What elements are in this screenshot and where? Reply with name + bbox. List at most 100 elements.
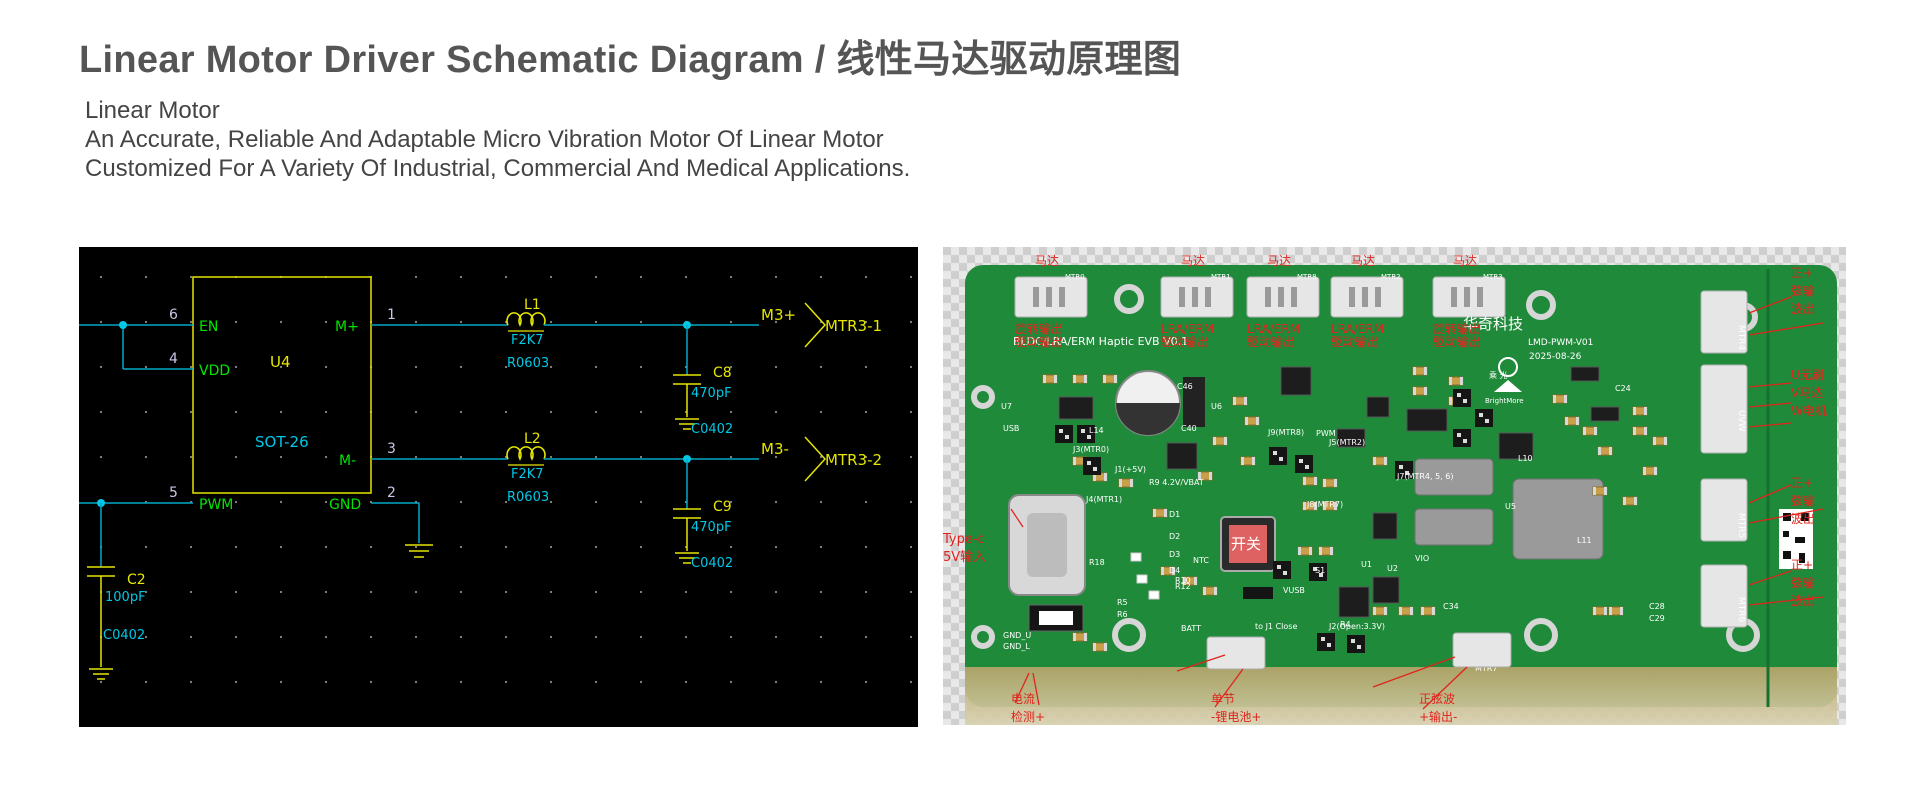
motor-label: 马达	[1035, 254, 1059, 268]
silkscreen-text: C24	[1615, 384, 1631, 393]
ic-chip	[1338, 586, 1370, 618]
silkscreen-text: R10	[1175, 576, 1191, 585]
silkscreen-text: R4	[1340, 620, 1351, 629]
inductor-l1-value: F2K7	[511, 333, 544, 348]
top-connector-label: MTR0	[1065, 273, 1085, 281]
capacitor-c8-value: 470pF	[691, 386, 732, 401]
silkscreen-text: C28	[1649, 602, 1665, 611]
silkscreen-text: U2	[1387, 564, 1398, 573]
pin-name-m-plus: M+	[335, 319, 359, 335]
pin-num-en: 6	[169, 307, 178, 323]
desc-line-3: Customized For A Variety Of Industrial, …	[85, 155, 911, 182]
silkscreen-text: R9 4.2V/VBAT	[1149, 478, 1204, 487]
capacitor-c2-package: C0402	[103, 628, 145, 643]
net-m3-minus: M3-	[761, 440, 789, 458]
pin-header	[1475, 409, 1493, 427]
pin-header	[1055, 425, 1073, 443]
inductor-l2-ref: L2	[524, 431, 541, 447]
silkscreen-text: D2	[1169, 532, 1180, 541]
silkscreen-text: D4	[1169, 566, 1180, 575]
function-label: 旋转输出驱动输出	[1015, 321, 1063, 349]
brightmore-logo: 乘 光 BrightMore	[1485, 357, 1524, 405]
desc-line-2: An Accurate, Reliable And Adaptable Micr…	[85, 126, 884, 153]
inductor-l1-package: R0603	[507, 356, 549, 371]
silkscreen-text: R6	[1117, 610, 1128, 619]
capacitor-c9	[673, 508, 701, 564]
silkscreen-text: J7(MTR4, 5, 6)	[1396, 472, 1453, 481]
battery-jumper	[1243, 587, 1273, 599]
inductor-l2	[506, 446, 546, 466]
board-title: BLDC/LRA/ERM Haptic EVB V0.1	[1013, 335, 1188, 348]
bottom-annotation: 单节-锂电池+	[1211, 692, 1261, 724]
silkscreen-text: J3(MTR0)	[1072, 445, 1109, 454]
board-bottom-edge	[965, 667, 1837, 725]
led	[1130, 552, 1142, 562]
switch-label: 开关	[1231, 535, 1261, 553]
bottom-annotation: 电流检测+	[1011, 692, 1045, 724]
pin-name-gnd: GND	[329, 497, 361, 513]
svg-text:MTR5: MTR5	[1736, 513, 1746, 538]
pin-header	[1295, 455, 1313, 473]
junction-en	[119, 321, 127, 329]
silkscreen-text: L11	[1577, 536, 1592, 545]
pin-name-m-minus: M-	[339, 453, 356, 469]
chip-body	[192, 276, 372, 494]
regulator-chip	[1183, 377, 1205, 427]
capacitor-c8	[673, 374, 701, 430]
pcb-board	[965, 265, 1837, 707]
ic-chip	[1366, 396, 1390, 418]
silkscreen-text: GND_L	[1003, 642, 1030, 651]
ground-symbol-u4	[405, 544, 433, 558]
inductor-l2-value: F2K7	[511, 467, 544, 482]
power-inductors	[1414, 458, 1604, 560]
top-connector-label: MTR8	[1297, 273, 1317, 281]
right-annotation: 正+弦输波出	[1791, 476, 1815, 526]
pin-header	[1453, 389, 1471, 407]
wire-gnd	[371, 502, 420, 543]
ic-chip	[1498, 432, 1534, 460]
part-number: LMD-PWM-V01	[1528, 338, 1593, 348]
switch-cap[interactable]	[1229, 525, 1267, 563]
right-connectors	[1700, 290, 1748, 628]
pin-num-m-plus: 1	[387, 307, 396, 323]
silkscreen-text: L14	[1089, 426, 1104, 435]
silkscreen-text: S1	[1315, 566, 1325, 575]
page-title: Linear Motor Driver Schematic Diagram / …	[79, 39, 1182, 81]
pin-num-vdd: 4	[169, 351, 178, 367]
annotation-leader-lines	[1010, 296, 1824, 710]
pin-header	[1273, 561, 1291, 579]
capacitor-band	[1116, 403, 1180, 435]
silkscreen-text: R18	[1089, 558, 1105, 567]
pin-name-en: EN	[199, 319, 218, 335]
silkscreen-text: U5	[1505, 502, 1516, 511]
capacitor-c2-ref: C2	[127, 572, 146, 588]
board-date: 2025-08-26	[1529, 352, 1582, 362]
silkscreen-text: to J1 Close	[1255, 622, 1297, 631]
pin-num-gnd: 2	[387, 485, 396, 501]
motor-label: 马达	[1181, 254, 1205, 268]
silkscreen-text: J9(MTR8)	[1267, 428, 1304, 437]
silkscreen-text: L10	[1518, 454, 1533, 463]
bottom-annotation: 正弦波+输出-	[1419, 691, 1457, 724]
ic-chip	[1372, 576, 1400, 604]
pin-name-vdd: VDD	[199, 363, 230, 379]
silkscreen-text: J5(MTR2)	[1328, 438, 1365, 447]
smd-components	[1028, 366, 1668, 653]
capacitor-c2-value: 100pF	[105, 590, 146, 605]
motor-label: 马达	[1351, 254, 1375, 268]
usb-c-port	[1027, 513, 1067, 577]
ic-chip	[1590, 406, 1620, 422]
pin-name-pwm: PWM	[199, 497, 233, 513]
silkscreen-text: PWM	[1316, 429, 1336, 438]
capacitor-c9-value: 470pF	[691, 520, 732, 535]
pin-header	[1347, 635, 1365, 653]
silkscreen-text: D3	[1169, 550, 1180, 559]
